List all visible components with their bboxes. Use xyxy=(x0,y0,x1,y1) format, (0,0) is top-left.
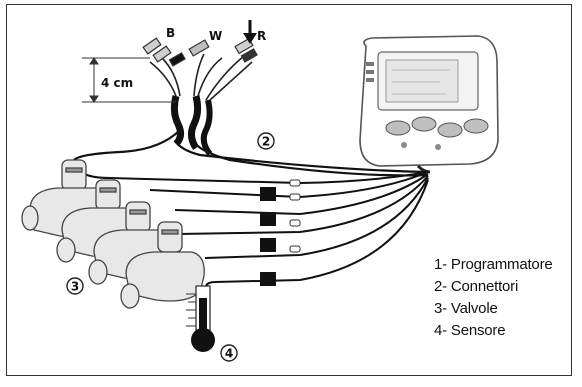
callout-4: 4 xyxy=(220,344,238,362)
sensor xyxy=(186,285,215,352)
controller-device xyxy=(359,35,499,174)
controller-button xyxy=(437,122,463,138)
connector-block xyxy=(260,238,276,252)
callout-3-label: 3 xyxy=(71,280,79,294)
controller-button xyxy=(463,118,489,134)
wire-label-r: R xyxy=(257,29,266,43)
terminal-wires xyxy=(149,53,253,101)
terminal-connectors xyxy=(142,37,258,67)
wire-label-w: W xyxy=(209,29,222,43)
legend-item: 2- Connettori xyxy=(434,278,519,295)
wire-bundle xyxy=(73,129,429,177)
wire-nuts xyxy=(289,179,301,253)
legend-item: 3- Valvole xyxy=(434,300,498,317)
legend-item: 1- Programmatore xyxy=(434,256,553,273)
controller-button xyxy=(385,120,411,136)
callout-2-label: 2 xyxy=(262,135,270,149)
connector-block xyxy=(260,212,276,226)
controller-button xyxy=(411,116,437,132)
connectors xyxy=(260,187,276,286)
connector-block xyxy=(260,187,276,201)
callout-3: 3 xyxy=(66,277,84,295)
connector-block xyxy=(260,272,276,286)
valve xyxy=(120,221,205,309)
legend-item: 4- Sensore xyxy=(434,322,506,339)
dimension-marker xyxy=(82,57,176,103)
down-arrow-icon xyxy=(243,20,257,44)
callout-2: 2 xyxy=(257,132,275,150)
dimension-label: 4 cm xyxy=(101,76,133,90)
diagram-frame xyxy=(6,4,572,376)
callout-4-label: 4 xyxy=(225,347,233,361)
wire-twists xyxy=(170,95,213,156)
wire-label-b: B xyxy=(166,26,175,40)
valves xyxy=(21,159,205,309)
